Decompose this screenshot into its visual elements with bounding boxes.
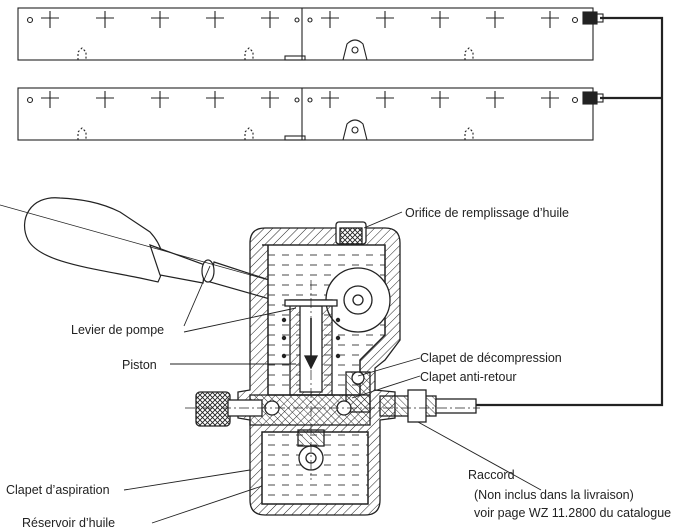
label-fitting: Raccord	[468, 468, 515, 482]
rail-1	[17, 7, 594, 61]
rail-2	[17, 87, 594, 141]
label-pump-lever: Levier de pompe	[71, 323, 164, 337]
label-suction-valve: Clapet d’aspiration	[6, 483, 110, 497]
label-fitting-reference: voir page WZ 11.2800 du catalogue	[474, 506, 671, 520]
label-fitting-note: (Non inclus dans la livraison)	[474, 488, 634, 502]
leader-lines	[123, 211, 542, 524]
hydraulic-line	[475, 16, 664, 407]
label-oil-filler: Orifice de remplissage d’huile	[405, 206, 569, 220]
label-check-valve: Clapet anti-retour	[420, 370, 517, 384]
pump-body	[185, 221, 480, 516]
label-piston: Piston	[122, 358, 157, 372]
label-decompression-valve: Clapet de décompression	[420, 351, 562, 365]
clamping-rails	[17, 7, 604, 141]
label-oil-reservoir: Réservoir d’huile	[22, 516, 115, 530]
